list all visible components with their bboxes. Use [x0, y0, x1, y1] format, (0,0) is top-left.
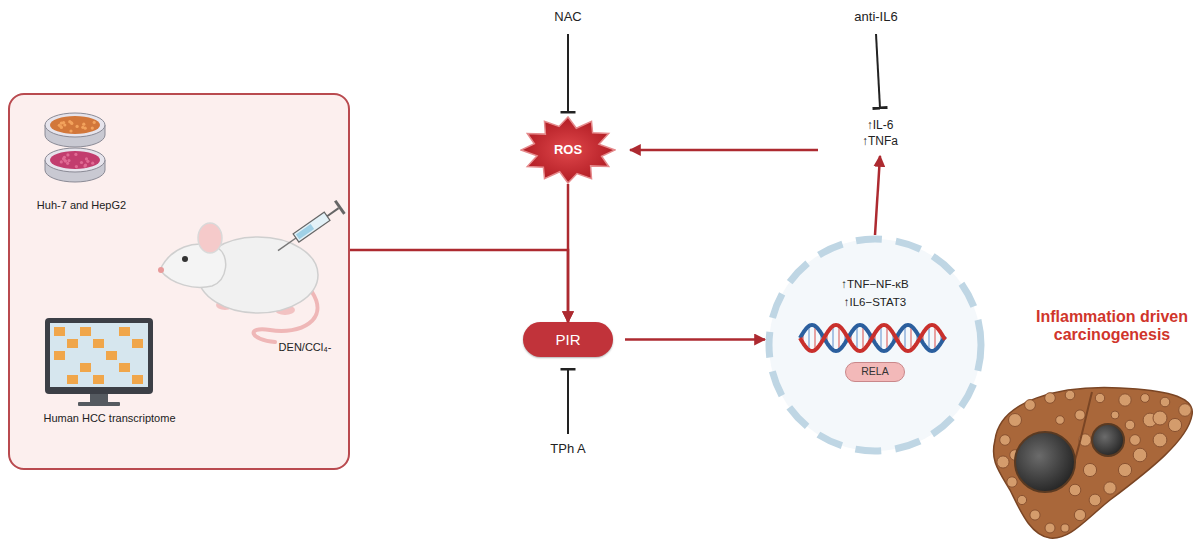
tumor: [1015, 432, 1075, 492]
model-panel: Huh-7 and HepG2DEN/CCl₄- Human HCC transc…: [8, 93, 350, 470]
liver-nodule: [1104, 482, 1116, 494]
nucleus-outline: [765, 235, 985, 455]
liver-nodule: [997, 456, 1009, 468]
node-text: NAC: [554, 9, 581, 26]
liver-nodule: [1083, 463, 1096, 476]
text-holder: ↑IL-6↑TNFa: [848, 112, 912, 156]
text-holder: RELA: [846, 363, 904, 381]
nucleus-membrane: [769, 239, 981, 451]
liver-nodule: [1056, 416, 1065, 425]
liver-shape: [993, 388, 1192, 539]
nucleus-circle: ↑TNF−NF-κB ↑IL6−STAT3RELA: [765, 235, 985, 455]
node-text: ROS: [554, 142, 582, 159]
pir-pill: PIR: [523, 322, 613, 357]
inhibitor-label: anti-IL6: [838, 6, 914, 28]
liver-nodule: [1133, 448, 1147, 462]
cytokine-label: ↑IL-6↑TNFa: [848, 112, 912, 156]
text-holder: ROS: [520, 116, 616, 184]
liver-nodule: [1065, 390, 1075, 400]
node-text: TPh A: [550, 441, 585, 458]
liver-nodule: [1074, 509, 1085, 520]
node-text: anti-IL6: [854, 9, 897, 26]
liver-nodule: [1111, 411, 1119, 419]
node-text: DEN/CCl₄-: [260, 340, 350, 354]
arrow-connector: [350, 250, 568, 322]
tumor: [1092, 424, 1124, 456]
liver-ligament: [1072, 392, 1092, 470]
inhibition-connector: [876, 34, 880, 108]
rela-pill: RELA: [845, 362, 905, 382]
liver-nodule: [1075, 410, 1085, 420]
liver-nodule: [1069, 484, 1081, 496]
text-holder: PIR: [523, 322, 613, 357]
liver-nodule: [1153, 433, 1167, 447]
text-holder: anti-IL6: [838, 6, 914, 28]
liver-nodule: [1179, 404, 1192, 417]
node-text: Human HCC transcriptome: [42, 411, 177, 425]
arrow-connector: [625, 338, 765, 341]
inhibition-connector: [567, 369, 569, 434]
arrow-connector: [630, 149, 818, 152]
node-text: ↑IL-6: [867, 118, 894, 134]
starburst-fill: [521, 117, 615, 183]
liver-nodule: [1119, 394, 1131, 406]
liver-nodule: [1000, 435, 1011, 446]
liver-nodule: [1061, 524, 1069, 532]
inhibitor-label: TPh A: [535, 438, 601, 460]
ros-starburst: ROS: [520, 116, 616, 184]
liver-nodule: [1125, 420, 1135, 430]
liver-nodule: [1045, 393, 1056, 404]
inhibition-connector: [567, 34, 569, 112]
outcome-label: Inflammation driven carcinogenesis: [1028, 308, 1196, 344]
liver-nodule: [1118, 463, 1131, 476]
liver-nodule: [1160, 397, 1170, 407]
liver-nodule: [1010, 450, 1021, 461]
liver-nodule: [1017, 495, 1026, 504]
liver-nodule: [1025, 400, 1036, 411]
liver-nodule: [1030, 510, 1040, 520]
liver-nodule: [1009, 414, 1022, 427]
liver-nodule: [1007, 477, 1017, 487]
inhibitor-label: NAC: [540, 6, 596, 28]
liver-nodule: [1143, 413, 1157, 427]
node-text: RELA: [861, 365, 888, 379]
node-text: PIR: [555, 330, 580, 350]
node-text: Huh-7 and HepG2: [24, 198, 139, 212]
liver-nodule: [1130, 435, 1141, 446]
node-text: ↑TNF−NF-κB: [765, 277, 985, 292]
text-holder: NAC: [540, 6, 596, 28]
text-holder: TPh A: [535, 438, 601, 460]
liver-illustration: [993, 388, 1192, 539]
node-text: ↑IL6−STAT3: [765, 295, 985, 310]
liver-nodule: [1089, 494, 1101, 506]
arrow-connector: [567, 184, 570, 322]
liver-nodule: [1141, 394, 1150, 403]
node-text: ↑TNFa: [862, 134, 898, 150]
arrow-connector: [875, 156, 880, 235]
liver-nodule: [1095, 393, 1104, 402]
liver-nodule: [1168, 418, 1181, 431]
liver-nodule: [1045, 523, 1055, 533]
liver-nodule: [1153, 411, 1167, 425]
liver-nodule: [1079, 434, 1091, 446]
